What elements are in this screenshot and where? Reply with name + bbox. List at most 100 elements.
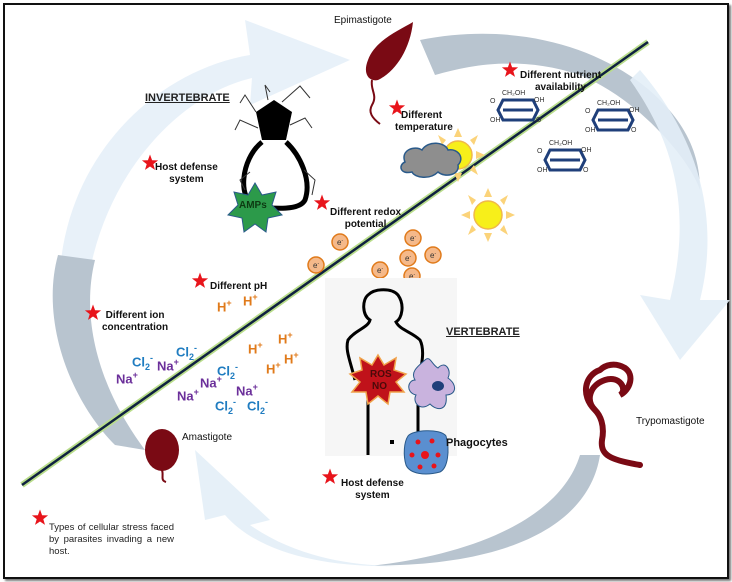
legend-text: Types of cellular stress faced by parasi…	[49, 522, 174, 557]
epimastigote-label: Epimastigote	[334, 15, 392, 26]
label-line: system	[355, 490, 390, 501]
trypomastigote-label: Trypomastigote	[636, 416, 705, 427]
amastigote-label: Amastigote	[182, 432, 233, 443]
glucose-label: O	[585, 108, 591, 115]
label-line: Different ion	[105, 310, 165, 321]
phagocyte-icon	[408, 358, 455, 410]
label-line: availability	[534, 82, 587, 93]
electron-icon: e-	[424, 246, 442, 264]
glucose-icon: CH₂OH O OH OH O	[585, 100, 640, 134]
arrow-top-right	[420, 33, 700, 190]
vertebrate-title: VERTEBRATE	[446, 326, 520, 338]
stress-ion: Different ion concentration	[102, 310, 168, 334]
electrons: e-e-e-e-e-e-e-	[307, 229, 442, 285]
electron-label: e-	[405, 254, 411, 263]
stress-star-icon	[501, 61, 519, 77]
glucose-label: CH₂OH	[549, 140, 572, 147]
arrow-right	[630, 70, 730, 360]
insect-vector-icon	[234, 84, 316, 211]
label-line: Host defense	[155, 162, 218, 173]
label-line: Host defense	[341, 478, 404, 489]
stress-star-icon	[31, 509, 49, 525]
phagocytes-label: Phagocytes	[446, 437, 508, 449]
ion-na: Na+	[236, 382, 258, 399]
electron-icon: e-	[331, 233, 349, 251]
ion-cl: Cl2-	[247, 397, 269, 416]
electron-label: e-	[409, 272, 415, 281]
arrow-bottom-left	[195, 450, 400, 567]
epimastigote-icon	[365, 22, 413, 125]
arrow-top-left	[60, 20, 350, 270]
arrow-left	[52, 255, 145, 450]
ion-cl: Cl2-	[132, 353, 154, 372]
stress-star-icon	[313, 194, 331, 210]
glucose-label: OH	[581, 147, 592, 154]
ion-cl: Cl2-	[215, 397, 237, 416]
stress-star-icon	[84, 304, 102, 320]
glucose-label: CH₂OH	[502, 90, 525, 97]
ion-h: H+	[284, 350, 299, 367]
glucose-label: OH	[585, 127, 596, 134]
ion-h: H+	[217, 298, 232, 315]
electron-icon: e-	[371, 261, 389, 279]
stress-temperature: Different temperature	[395, 110, 453, 134]
ion-na: Na+	[200, 374, 222, 391]
stress-nutrient: Different nutrient availability	[520, 70, 601, 94]
stress-star-icon	[141, 154, 159, 170]
stress-star-icon	[191, 272, 209, 288]
host-divider	[21, 40, 649, 487]
glucose-label: O	[583, 167, 589, 174]
glucose-label: OH	[490, 117, 501, 124]
label-line: Different nutrient	[520, 70, 602, 81]
label-line: Different redox	[330, 207, 402, 218]
electron-label: e-	[410, 234, 416, 243]
ion-cl: Cl2-	[176, 343, 198, 362]
stress-host-defense-invertebrate: Host defense system	[155, 162, 218, 186]
phagocyte-nucleus-icon	[432, 381, 444, 391]
amps-label: AMPs	[239, 200, 267, 211]
sun-vertebrate-icon	[461, 188, 515, 242]
cloud-icon	[400, 142, 462, 178]
ion-cl: Cl2-	[217, 362, 239, 381]
glucose-label: OH	[537, 167, 548, 174]
stress-star-icon	[321, 468, 339, 484]
electron-icon: e-	[399, 249, 417, 267]
electron-icon: e-	[307, 256, 325, 274]
electron-label: e-	[337, 238, 343, 247]
glucose-label: O	[537, 148, 543, 155]
label-line: Different pH	[210, 281, 268, 292]
ros-no-burst-icon	[348, 353, 408, 406]
glucose-label: O	[490, 98, 496, 105]
no-label: NO	[372, 381, 387, 392]
ion-h: H+	[243, 292, 258, 309]
glucose-icon: CH₂OH O OH OH O	[537, 140, 592, 174]
ros-label: ROS	[370, 369, 392, 380]
stress-host-defense-vertebrate: Host defense system	[341, 478, 404, 502]
glucose-label: O	[631, 127, 637, 134]
stress-ph: Different pH	[210, 281, 267, 293]
stress-stars	[31, 61, 519, 525]
stress-redox: Different redox potential	[330, 207, 401, 231]
amastigote-icon	[145, 429, 179, 483]
electron-icon: e-	[404, 229, 422, 247]
electron-label: e-	[313, 261, 319, 270]
arrow-bottom-right	[370, 455, 600, 566]
label-line: temperature	[395, 122, 453, 133]
label-line: Different	[401, 110, 443, 121]
cycle-arrows	[52, 20, 730, 567]
label-line: potential	[344, 219, 387, 230]
glucose-label: OH	[629, 107, 640, 114]
glucose-label: O	[536, 117, 542, 124]
glucose-label: CH₂OH	[597, 100, 620, 107]
panel-dot	[390, 440, 394, 444]
label-line: system	[169, 174, 204, 185]
amps-star-icon	[226, 182, 284, 233]
electron-label: e-	[377, 266, 383, 275]
electron-label: e-	[430, 251, 436, 260]
infected-cell-icon	[403, 430, 449, 475]
label-line: concentration	[102, 322, 169, 333]
stress-star-icon	[388, 99, 406, 115]
